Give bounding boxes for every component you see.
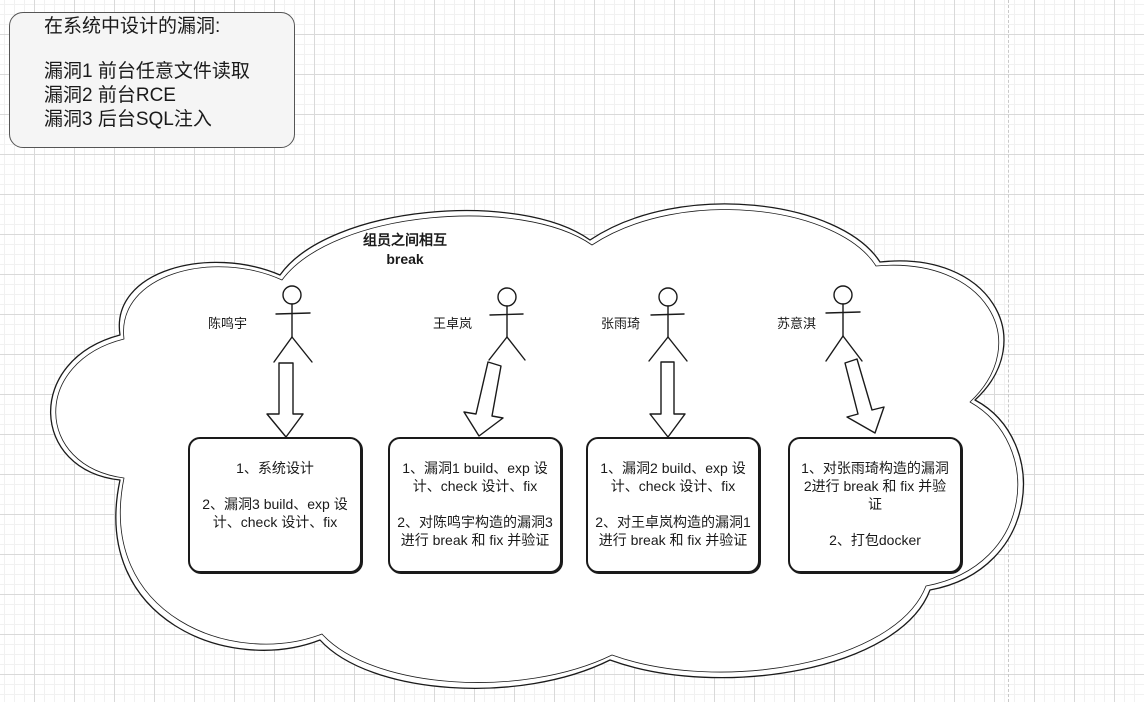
task-spacer [193,477,357,495]
task-text: 2、打包docker [829,532,921,548]
cloud-title: 组员之间相互 break [330,231,480,269]
arrow-member-1[interactable] [266,362,304,438]
cloud-title-line-1: 组员之间相互 [363,232,447,248]
task-spacer [793,513,957,531]
actor-icon-member-3 [648,287,688,362]
task-text: 1、漏洞2 build、exp 设 [600,460,746,476]
task-box-member-1[interactable]: 1、系统设计 2、漏洞3 build、exp 设 计、check 设计、fix [188,437,362,573]
task-text: 证 [868,496,882,512]
actor-figures [273,285,863,363]
task-text: 2、对王卓岚构造的漏洞1 [595,514,751,530]
note-title: 在系统中设计的漏洞: [44,16,221,37]
note-line-vuln-1: 漏洞1 前台任意文件读取 [44,61,250,82]
task-text: 1、对张雨琦构造的漏洞 [801,460,949,476]
task-spacer [393,495,557,513]
actor-icon-member-1 [273,285,313,363]
note-line-vuln-3: 漏洞3 后台SQL注入 [44,109,212,130]
actor-icon-member-4 [825,285,863,362]
member-name-1: 陈鸣宇 [208,316,248,331]
task-text: 进行 break 和 fix 并验证 [400,532,550,548]
arrow-member-3[interactable] [649,361,686,438]
cloud-title-line-2: break [386,251,424,267]
task-text: 2、对陈鸣宇构造的漏洞3 [397,514,553,530]
member-name-4: 苏意淇 [777,316,817,331]
task-text: 2、漏洞3 build、exp 设 [202,496,348,512]
task-text: 1、漏洞1 build、exp 设 [402,460,548,476]
task-box-member-2[interactable]: 1、漏洞1 build、exp 设 计、check 设计、fix 2、对陈鸣宇构… [388,437,562,573]
arrow-member-2[interactable] [463,361,504,437]
actor-icon-member-2 [488,287,526,361]
task-text: 计、check 设计、fix [412,478,538,494]
task-text: 进行 break 和 fix 并验证 [598,532,748,548]
note-line-vuln-2: 漏洞2 前台RCE [44,85,176,106]
task-text: 计、check 设计、fix [610,478,736,494]
member-name-2: 王卓岚 [433,316,473,331]
task-text: 计、check 设计、fix [212,514,338,530]
assignment-arrows [266,358,885,438]
member-name-3: 张雨琦 [601,316,641,331]
vulnerability-note[interactable]: 在系统中设计的漏洞: 漏洞1 前台任意文件读取 漏洞2 前台RCE 漏洞3 后台… [9,12,295,148]
task-box-member-4[interactable]: 1、对张雨琦构造的漏洞 2进行 break 和 fix 并验 证 2、打包doc… [788,437,962,573]
task-spacer [591,495,755,513]
page-boundary-guide [1008,0,1009,702]
task-box-member-3[interactable]: 1、漏洞2 build、exp 设 计、check 设计、fix 2、对王卓岚构… [586,437,760,573]
task-text: 1、系统设计 [236,460,314,476]
arrow-member-4[interactable] [844,358,885,434]
task-text: 2进行 break 和 fix 并验 [803,478,947,494]
